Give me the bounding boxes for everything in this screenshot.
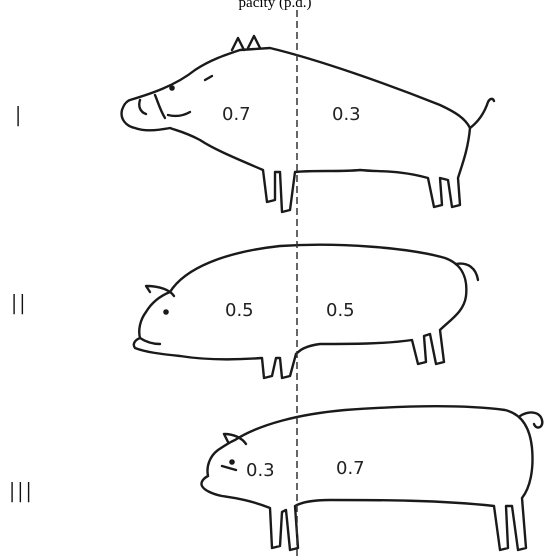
pig-i-outline [122,36,494,212]
pig-i-left-value: 0.7 [222,104,251,125]
pig-iii-right-value: 0.7 [336,458,365,479]
pig-iii-left-value: 0.3 [246,460,275,481]
pig-ii-right-value: 0.5 [326,300,355,321]
pig-ii-outline [134,245,478,378]
pig-i-right-value: 0.3 [332,104,361,125]
pig-ii-left-value: 0.5 [225,300,254,321]
